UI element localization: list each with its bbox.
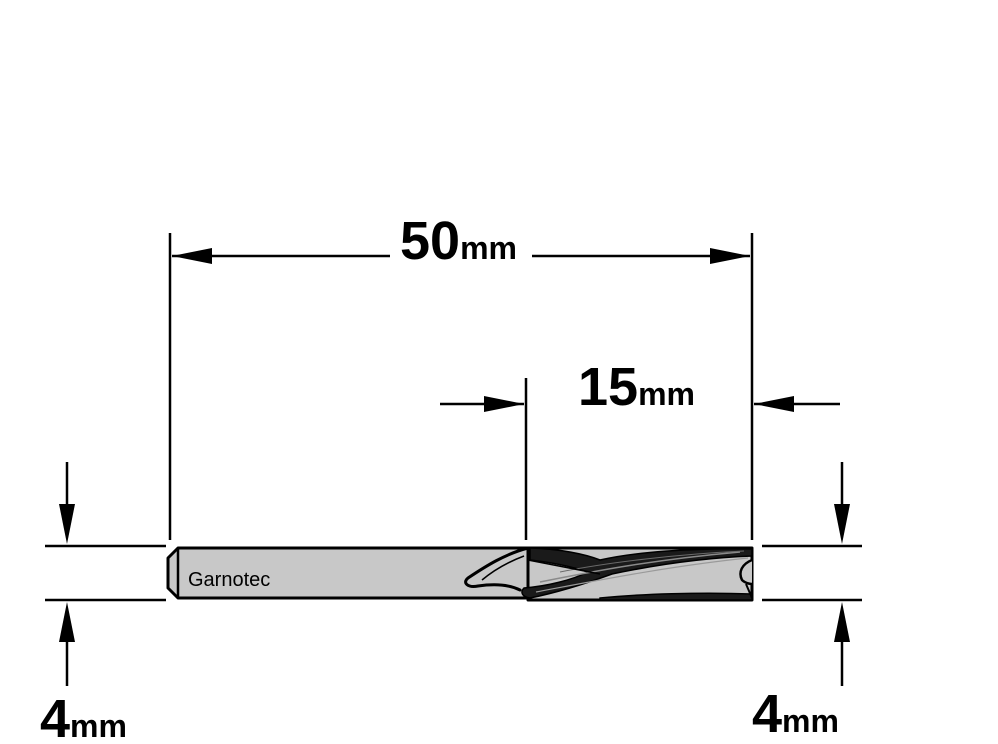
dimension-shank-diameter: 4mm (40, 462, 127, 744)
arrow-up-icon (834, 602, 850, 642)
router-bit: Garnotec (166, 546, 754, 602)
total-length-value: 50 (400, 211, 460, 271)
shank-diameter-unit: mm (70, 708, 127, 744)
cutter-land-line (527, 559, 601, 575)
arrow-right-icon (710, 248, 750, 264)
arrow-down-icon (834, 504, 850, 544)
flute-highlight-3 (559, 550, 745, 573)
svg-text:4mm: 4mm (40, 689, 127, 744)
flute-highlight-2 (535, 557, 749, 593)
arrow-up-icon (59, 602, 75, 642)
tool-brand-label: Garnotec (188, 569, 270, 591)
total-length-unit: mm (460, 230, 517, 266)
dimension-total-length: 50mm (172, 211, 750, 271)
arrow-right-icon (484, 396, 524, 412)
cutting-length-value: 15 (578, 357, 638, 417)
helical-flute (521, 547, 753, 599)
svg-text:4mm: 4mm (752, 684, 839, 744)
arrow-down-icon (59, 504, 75, 544)
svg-text:50mm: 50mm (400, 211, 517, 271)
cutting-diameter-unit: mm (782, 703, 839, 739)
cutter-tip-edge (745, 583, 753, 599)
flute-highlight (539, 551, 741, 583)
arrow-left-icon (172, 248, 212, 264)
cutter-tip (739, 558, 753, 586)
dimension-cutting-diameter: 4mm (752, 462, 850, 744)
cutting-length-unit: mm (638, 376, 695, 412)
extension-lines (45, 233, 862, 602)
svg-text:15mm: 15mm (578, 357, 695, 417)
shank-diameter-value: 4 (40, 689, 70, 744)
lower-flute (599, 592, 753, 601)
flute-runout-inner (481, 555, 525, 581)
cutting-diameter-value: 4 (752, 684, 782, 744)
dimension-cutting-length: 15mm (440, 357, 840, 417)
flute-runout (464, 546, 530, 592)
arrow-left-icon (754, 396, 794, 412)
